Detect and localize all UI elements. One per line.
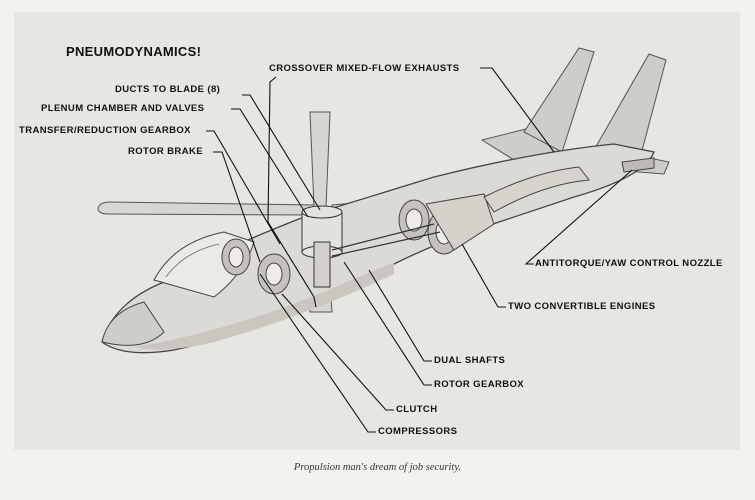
engine-pods	[221, 193, 495, 295]
label-rotor-brake: ROTOR BRAKE	[128, 146, 203, 157]
label-transfer-gearbox: TRANSFER/REDUCTION GEARBOX	[19, 125, 191, 136]
rotor-hub	[301, 205, 343, 288]
yaw-nozzle	[621, 157, 655, 173]
label-antitorque-nozzle: ANTITORQUE/YAW CONTROL NOZZLE	[535, 258, 723, 269]
drive-shafts	[331, 223, 441, 257]
label-compressors: COMPRESSORS	[378, 426, 458, 437]
label-rotor-gearbox: ROTOR GEARBOX	[434, 379, 525, 390]
label-ducts-to-blade: DUCTS TO BLADE (8)	[115, 84, 221, 95]
nose-cone	[101, 301, 165, 346]
leader-lines	[206, 67, 633, 433]
diagram-title: PNEUMODYNAMICS!	[66, 44, 202, 59]
label-two-engines: TWO CONVERTIBLE ENGINES	[508, 301, 656, 312]
crossover-exhausts	[483, 166, 590, 213]
aircraft-cutaway-drawing	[97, 47, 670, 433]
label-clutch: CLUTCH	[396, 404, 438, 415]
label-plenum-chamber: PLENUM CHAMBER AND VALVES	[41, 103, 205, 114]
figure-caption: Propulsion man's dream of job security.	[293, 462, 462, 473]
label-dual-shafts: DUAL SHAFTS	[434, 355, 506, 366]
label-crossover-exhausts: CROSSOVER MIXED-FLOW EXHAUSTS	[269, 63, 460, 74]
illustration-panel: PNEUMODYNAMICS! DUCTS TO BLADE (8) PLENU…	[14, 12, 740, 450]
